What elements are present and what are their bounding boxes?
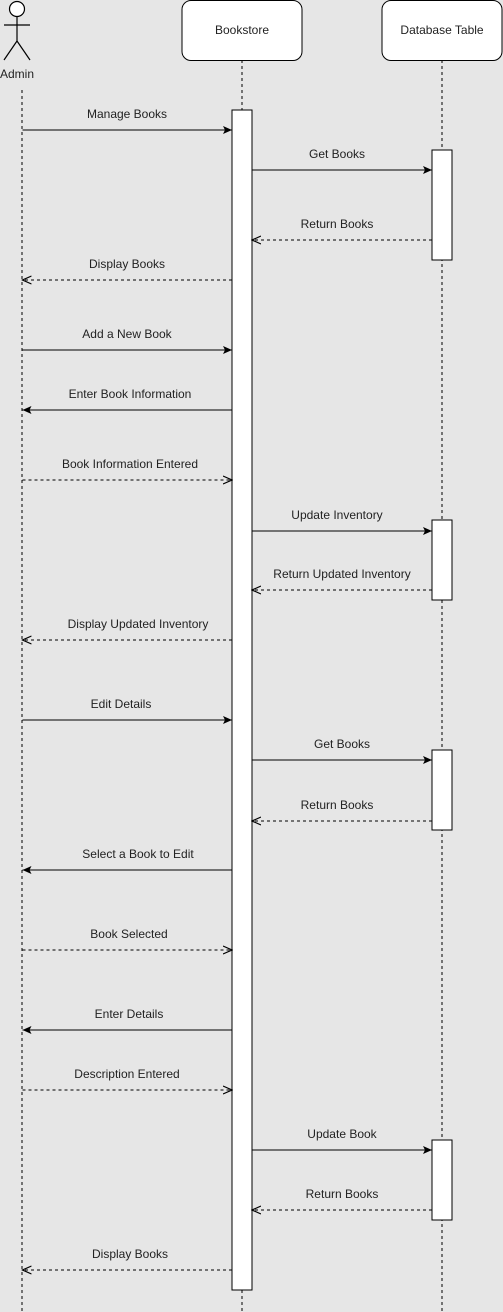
bookstore-activation-bar [231,109,253,1291]
message-label: Enter Book Information [69,387,192,401]
message-label: Display Books [89,257,165,271]
message-label: Enter Details [95,1007,164,1021]
database-activation-bar [431,149,453,261]
message-label: Add a New Book [82,327,172,341]
message-label: Display Updated Inventory [68,617,209,631]
message-label: Return Books [306,1187,379,1201]
admin-actor-icon[interactable] [3,0,31,61]
message-label: Return Books [301,217,374,231]
database-activation-bar [431,1139,453,1221]
database-activation-bar [431,519,453,601]
message-label: Return Books [301,798,374,812]
message-label: Book Selected [90,927,167,941]
bookstore-participant[interactable]: Bookstore [181,0,303,61]
message-label: Book Information Entered [62,457,198,471]
admin-actor-label: Admin [0,67,34,81]
message-label: Description Entered [74,1067,179,1081]
message-label: Display Books [92,1247,168,1261]
database-activation-bar [431,749,453,831]
database-participant[interactable]: Database Table [381,0,503,61]
bookstore-participant-label: Bookstore [215,23,269,37]
message-label: Update Book [307,1127,377,1141]
message-label: Edit Details [91,697,152,711]
message-label: Return Updated Inventory [273,567,410,581]
message-label: Get Books [314,737,370,751]
message-label: Manage Books [87,107,167,121]
message-label: Select a Book to Edit [82,847,194,861]
message-label: Update Inventory [291,508,382,522]
database-participant-label: Database Table [400,23,484,37]
message-label: Get Books [309,147,365,161]
